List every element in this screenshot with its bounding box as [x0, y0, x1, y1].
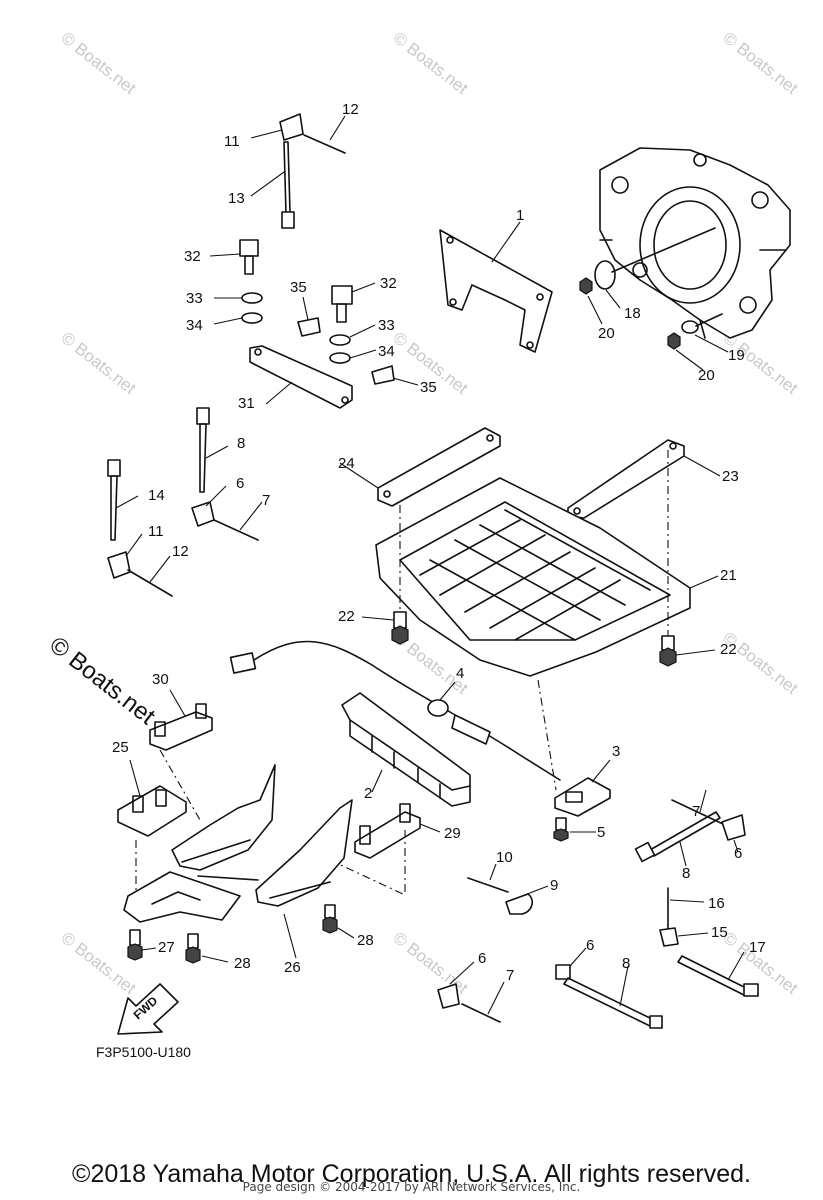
- engine-housing: [599, 147, 791, 339]
- callout-16: 16: [708, 895, 725, 912]
- callout-6: 6: [734, 845, 742, 862]
- callout-34: 34: [378, 343, 395, 360]
- callout-1: 1: [516, 207, 524, 224]
- part-31-bracket: [209, 239, 419, 409]
- part-6-7-8-right-upper: [634, 789, 746, 867]
- part-19-washer: [667, 313, 729, 371]
- part-25-mount: [117, 759, 187, 900]
- part-18-mount: [579, 227, 716, 325]
- callout-6: 6: [478, 950, 486, 967]
- callout-28: 28: [357, 932, 374, 949]
- callout-22: 22: [720, 641, 737, 658]
- callout-15: 15: [711, 924, 728, 941]
- part-2-block: [341, 692, 471, 807]
- callout-23: 23: [722, 468, 739, 485]
- part-3-bracket: [537, 679, 611, 842]
- callout-12: 12: [342, 101, 359, 118]
- callout-34: 34: [186, 317, 203, 334]
- callout-21: 21: [720, 567, 737, 584]
- callout-11: 11: [148, 523, 164, 540]
- callout-8: 8: [237, 435, 245, 452]
- watermark: © Boats.net: [720, 628, 802, 698]
- watermark: © Boats.net: [390, 928, 472, 998]
- part-26-intake-grate: [123, 764, 353, 959]
- part-6-8-left-ties: [107, 407, 263, 597]
- part-1-gasket: [439, 221, 553, 353]
- watermark: © Boats.net: [720, 28, 802, 98]
- callout-28: 28: [234, 955, 251, 972]
- callout-31: 31: [238, 395, 255, 412]
- exploded-parts-diagram: © Boats.net © Boats.net © Boats.net © Bo…: [44, 28, 802, 1035]
- watermark: © Boats.net: [58, 328, 140, 398]
- callout-3: 3: [612, 743, 620, 760]
- copyright-notice: ©2018 Yamaha Motor Corporation, U.S.A. A…: [72, 1160, 751, 1188]
- callout-35: 35: [290, 279, 307, 296]
- callout-10: 10: [496, 849, 513, 866]
- callout-22: 22: [338, 608, 355, 625]
- part-4-sensor-cable: [229, 640, 561, 781]
- watermark: © Boats.net: [58, 28, 140, 98]
- part-21-ride-plate: [375, 477, 719, 677]
- part-27-28-bolts: [127, 904, 355, 964]
- callout-9: 9: [550, 877, 558, 894]
- callout-6: 6: [586, 937, 594, 954]
- diagram-code: F3P5100-U180: [96, 1044, 191, 1060]
- callout-32: 32: [380, 275, 397, 292]
- watermark: © Boats.net: [58, 928, 140, 998]
- callout-27: 27: [158, 939, 175, 956]
- callout-8: 8: [622, 955, 630, 972]
- callout-8: 8: [682, 865, 690, 882]
- callout-17: 17: [749, 939, 766, 956]
- watermark-large: © Boats.net: [44, 631, 160, 730]
- callout-14: 14: [148, 487, 165, 504]
- part-11-13-top-clamp-tie: [250, 113, 346, 229]
- callout-20: 20: [698, 367, 715, 384]
- callout-32: 32: [184, 248, 201, 265]
- callout-6: 6: [236, 475, 244, 492]
- callout-18: 18: [624, 305, 641, 322]
- callout-12: 12: [172, 543, 189, 560]
- callout-numbers: 1 2 3 4 5 6 6 6 6 7 7 7 8 8 8 9 10 11 11…: [112, 101, 766, 984]
- callout-2: 2: [364, 785, 372, 802]
- page-design-credit: Page design © 2004-2017 by ARI Network S…: [242, 1180, 581, 1194]
- callout-35: 35: [420, 379, 437, 396]
- part-24-rail: [339, 427, 501, 507]
- part-9-10-clip-pin: [467, 863, 549, 915]
- callout-26: 26: [284, 959, 301, 976]
- part-29-mount: [329, 803, 441, 896]
- callout-33: 33: [378, 317, 395, 334]
- part-22-bolts: [361, 450, 716, 667]
- part-15-16-17-right-lower: [659, 887, 759, 997]
- callout-25: 25: [112, 739, 129, 756]
- callout-4: 4: [456, 665, 464, 682]
- part-23-rail: [567, 439, 721, 519]
- fwd-direction-arrow: FWD: [117, 983, 179, 1035]
- callout-30: 30: [152, 671, 169, 688]
- part-6-7-8-right-lower: [437, 947, 663, 1029]
- callout-7: 7: [506, 967, 514, 984]
- callout-11: 11: [224, 133, 240, 150]
- watermark: © Boats.net: [390, 28, 472, 98]
- callout-7: 7: [692, 803, 700, 820]
- callout-29: 29: [444, 825, 461, 842]
- part-30-mount: [149, 689, 213, 821]
- callout-13: 13: [228, 190, 245, 207]
- callout-5: 5: [597, 824, 605, 841]
- callout-20: 20: [598, 325, 615, 342]
- callout-19: 19: [728, 347, 745, 364]
- callout-33: 33: [186, 290, 203, 307]
- callout-24: 24: [338, 455, 355, 472]
- callout-7: 7: [262, 492, 270, 509]
